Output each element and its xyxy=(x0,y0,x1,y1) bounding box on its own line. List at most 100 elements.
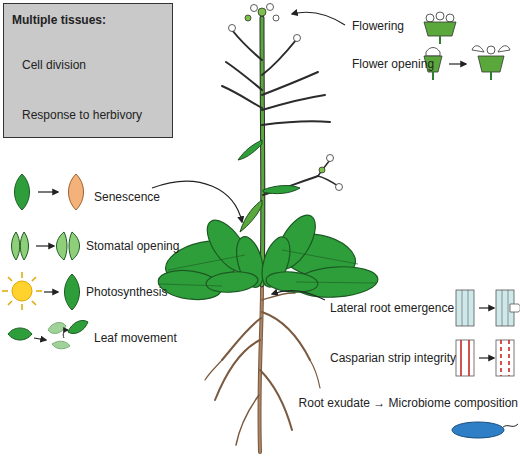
flower-opening-icon-part xyxy=(432,72,434,80)
photosynthesis-icon-part xyxy=(12,281,32,301)
flower-opening-icon-part xyxy=(498,46,510,52)
cauline-leaves xyxy=(238,140,300,232)
inflorescence-stem-part xyxy=(262,95,325,110)
tissue-box: Multiple tissues:Cell divisionResponse t… xyxy=(3,3,173,138)
flower-buds-part xyxy=(273,15,279,21)
process-label: Flowering xyxy=(352,19,404,33)
process-label: Response to herbivory xyxy=(22,108,142,122)
casparian-strip-icon-part xyxy=(479,357,494,358)
leader-arrows-part xyxy=(292,12,345,25)
leaf-veins-part xyxy=(282,250,358,264)
stomata-icon-part xyxy=(12,232,20,260)
leaf-movement-icon-part xyxy=(63,330,68,338)
lateral-root-icon-part xyxy=(456,290,474,326)
flowering-icon-part xyxy=(426,14,434,22)
flower-opening-icon-part xyxy=(449,63,466,64)
senescence-icon xyxy=(15,174,84,210)
process-label: Stomatal opening xyxy=(86,239,179,253)
stomata-icon-part xyxy=(69,232,80,260)
bacterium-icon-part xyxy=(502,424,518,428)
flower-opening-icon-part xyxy=(487,46,495,54)
flower-buds-part xyxy=(336,184,343,191)
process-label: Root exudate → Microbiome composition xyxy=(299,396,518,410)
flower-opening-icon xyxy=(424,46,510,80)
inflorescence-stem-part xyxy=(226,62,262,90)
photosynthesis-icon-part-part xyxy=(2,272,42,310)
inflorescence-stem-part xyxy=(222,86,262,108)
box-heading: Multiple tissues: xyxy=(12,13,106,27)
inflorescence-stem-part xyxy=(262,72,318,95)
process-label: Photosynthesis xyxy=(86,285,167,299)
stomata-icon xyxy=(12,232,80,260)
inflorescence-stem-part xyxy=(262,40,296,75)
cauline-leaves-part xyxy=(238,140,262,160)
lateral-root-icon-part xyxy=(479,307,494,308)
process-label: Flower opening xyxy=(352,57,434,71)
inflorescence-stem-part xyxy=(318,160,330,176)
inflorescence-stem-part xyxy=(262,121,330,125)
photosynthesis-icon xyxy=(2,272,80,310)
leader-arrows xyxy=(152,12,345,300)
rosette-leaves-part xyxy=(293,264,379,300)
flower-opening-icon-part xyxy=(490,72,492,80)
stomata-icon-part xyxy=(36,245,54,246)
flowering-icon-part xyxy=(424,22,456,36)
flower-opening-icon-part xyxy=(478,56,504,72)
senescence-icon-part xyxy=(69,174,84,210)
leaf-veins xyxy=(160,250,376,286)
photosynthesis-icon-part xyxy=(65,274,80,310)
inflorescence-stem-part xyxy=(263,176,318,195)
stomata-icon-part xyxy=(20,232,28,260)
photosynthesis-icon-part xyxy=(44,291,58,292)
root-system-part xyxy=(205,360,222,380)
casparian-strip-icon-part xyxy=(456,340,474,376)
flowering-icon xyxy=(424,12,456,44)
flower-buds-part xyxy=(267,4,274,11)
leaf-veins-part xyxy=(296,282,376,283)
leaf-movement-icon-part xyxy=(48,323,66,334)
leader-arrows-part xyxy=(272,291,325,300)
cauline-leaves-part xyxy=(263,186,300,194)
flower-buds-part xyxy=(245,15,251,21)
senescence-icon-part xyxy=(15,174,30,210)
lateral-root-icon-part xyxy=(462,290,468,326)
flower-buds-part xyxy=(327,155,334,162)
leaf-movement-icon-part xyxy=(68,320,88,333)
rosette-leaves xyxy=(156,209,379,303)
root-system-part xyxy=(260,370,292,430)
leaf-movement-icon xyxy=(8,320,88,348)
inflorescence-stem-part xyxy=(232,30,262,60)
casparian-strip-icon-part xyxy=(496,340,514,376)
photosynthesis-icon-part xyxy=(2,272,42,310)
leaf-movement-icon-part xyxy=(34,338,46,340)
flowering-icon-part xyxy=(439,36,441,44)
flower-buds-part xyxy=(251,5,258,12)
flowering-icon-part xyxy=(446,14,454,22)
flower-buds-part xyxy=(294,35,301,42)
bacterium-icon xyxy=(452,422,518,438)
flower-opening-icon-part xyxy=(472,46,484,52)
process-label: Lateral root emergence xyxy=(330,301,454,315)
cauline-leaves-part xyxy=(240,200,262,232)
process-label: Leaf movement xyxy=(94,331,177,345)
root-system-part xyxy=(310,360,320,388)
stomata-icon-part xyxy=(57,232,68,260)
rosette-leaves-part xyxy=(205,270,259,294)
flower-buds-part xyxy=(229,25,236,32)
flowering-icon-part xyxy=(436,12,444,20)
leaf-movement-icon-part xyxy=(52,341,70,349)
leaf-veins-part xyxy=(168,255,245,270)
leaf-veins-part xyxy=(160,284,222,286)
casparian-strip-icon-part xyxy=(501,340,509,376)
casparian-strip-icon xyxy=(456,340,514,376)
flower-buds-part xyxy=(258,8,266,16)
senescence-icon-part xyxy=(38,191,58,192)
lateral-root-icon xyxy=(456,290,520,326)
flower-buds-part xyxy=(319,167,325,173)
process-label: Senescence xyxy=(94,190,160,204)
lateral-root-icon-part xyxy=(502,290,508,326)
root-system-part xyxy=(262,312,310,360)
lateral-root-icon-part xyxy=(510,304,520,312)
flower-buds xyxy=(229,4,343,191)
